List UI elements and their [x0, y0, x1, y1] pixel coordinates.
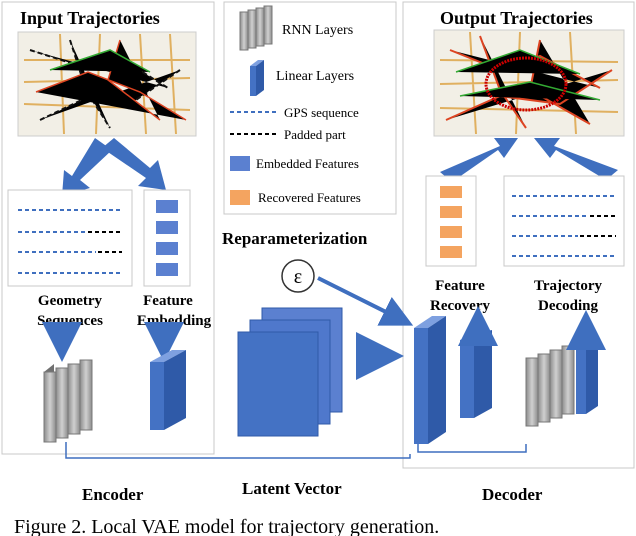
feature-recovery-box [425, 175, 477, 267]
geometry-sequences-box [7, 189, 133, 287]
feature-embedding-box [143, 189, 191, 287]
recovery-label-1: Feature [435, 278, 485, 294]
decoder-linear-layer-large [414, 316, 446, 444]
reparameterization-label: Reparameterization [222, 229, 368, 248]
epsilon-arrow [317, 276, 414, 326]
merge-arrows [440, 138, 618, 182]
figure-caption: Figure 2. Local VAE model for trajectory… [14, 516, 439, 536]
feature-label-2: Embedding [137, 313, 212, 329]
legend-recovered-label: Recovered Features [258, 190, 361, 205]
encoder-linear-layer [150, 350, 186, 430]
legend-embedded-label: Embedded Features [256, 156, 359, 171]
decoder-output-linear-layer [576, 340, 598, 414]
decoder-title: Output Trajectories [440, 8, 593, 28]
epsilon-symbol: ε [294, 266, 302, 288]
latent-vector-label: Latent Vector [242, 479, 342, 498]
trajectory-decoding-box [503, 175, 625, 267]
legend-linear-icon [250, 60, 264, 96]
legend-padded-label: Padded part [284, 127, 346, 142]
output-map-image [433, 29, 625, 137]
recovery-label-2: Recovery [430, 298, 490, 314]
decoder-linear-layer-small [460, 330, 492, 418]
legend-panel [223, 1, 397, 215]
encoder-panel [1, 1, 215, 455]
decoder-rnn-layers [525, 345, 575, 427]
legend-gps-label: GPS sequence [284, 105, 359, 120]
encoder-decoder-connector [65, 442, 411, 459]
decoder-internal-connector [417, 444, 527, 453]
legend-rnn-icon [239, 5, 273, 51]
decoding-label-2: Decoding [538, 298, 599, 314]
legend-recovered-swatch [230, 190, 250, 205]
legend-rnn-label: RNN Layers [282, 23, 353, 38]
decoding-label-1: Trajectory [534, 278, 603, 294]
decoder-label: Decoder [482, 485, 543, 504]
decoder-panel [402, 1, 635, 469]
split-arrows [62, 138, 166, 196]
encoder-title: Input Trajectories [20, 8, 160, 28]
latent-vector-block [237, 307, 343, 437]
geometry-label-2: Sequences [37, 313, 103, 329]
geometry-label-1: Geometry [38, 293, 103, 309]
legend-linear-label: Linear Layers [276, 69, 354, 84]
encoder-rnn-layers [43, 359, 93, 443]
legend-embedded-swatch [230, 156, 250, 171]
input-map-image [17, 31, 197, 137]
encoder-label: Encoder [82, 485, 144, 504]
epsilon-icon [281, 259, 315, 293]
feature-label-1: Feature [143, 293, 193, 309]
